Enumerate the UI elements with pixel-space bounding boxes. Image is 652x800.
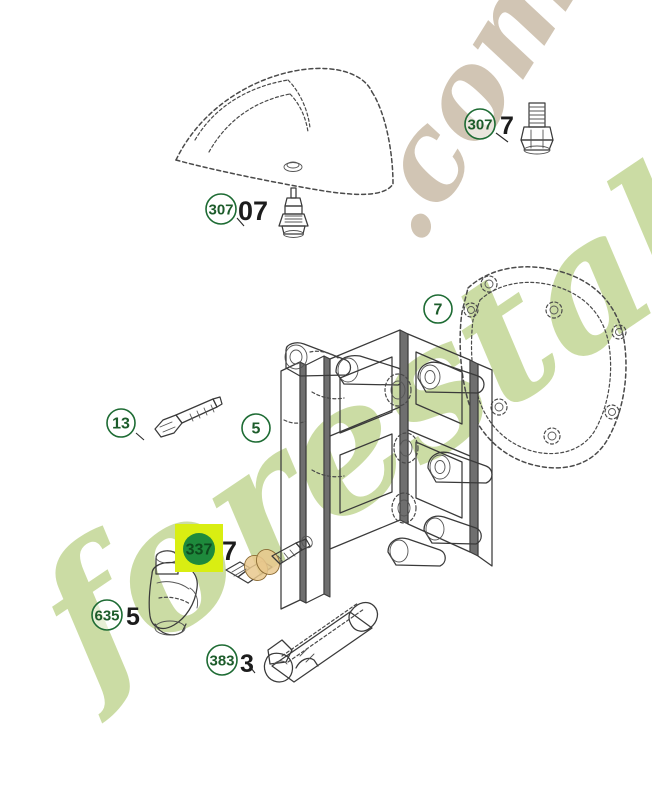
callout-337-highlighted[interactable]: 337 7: [175, 524, 237, 572]
callout-13-bolt[interactable]: 13: [106, 408, 136, 438]
callout-number: 337: [186, 542, 213, 559]
callout-ring: [464, 108, 496, 140]
callout-side-label: 7: [222, 536, 237, 566]
callout-side-label: 5: [126, 603, 140, 631]
callout-307-top-left[interactable]: 307 07: [205, 193, 268, 226]
callout-635-fitting[interactable]: 635 5: [91, 599, 140, 631]
callout-ring: [91, 599, 123, 631]
callout-number: 7: [434, 302, 443, 319]
elbow-fitting-part: [148, 550, 199, 636]
callout-number: 307: [467, 117, 492, 134]
callout-number: 307: [208, 202, 233, 219]
callout-383-spool[interactable]: 383 3: [206, 644, 254, 678]
hex-head-bolt-part: [520, 102, 554, 155]
valve-seats: [384, 373, 419, 524]
stud-bolt-part: [278, 187, 309, 238]
callout-ring: [205, 193, 237, 225]
callout-disc: [183, 533, 215, 565]
callout-307-top-right[interactable]: 307 7: [464, 108, 514, 140]
callout-ring: [206, 644, 238, 676]
callout-number: 5: [252, 421, 261, 438]
callout-side-label: 07: [238, 196, 268, 226]
cover-shield-part: [175, 67, 394, 196]
spool-cylinder-part: [263, 601, 379, 683]
valve-right-ports: [417, 361, 493, 545]
valve-block-part: [280, 329, 493, 610]
callout-side-label: 3: [240, 650, 254, 678]
long-hex-bolt-part: [154, 396, 223, 438]
callout-side-label: 7: [500, 112, 514, 140]
callout-ring: [106, 408, 136, 438]
callout-number: 383: [209, 653, 234, 670]
callout-layer: 307 7 307 07 7 13 5: [91, 108, 514, 678]
callout-ring: [423, 294, 453, 324]
callout-ring: [241, 413, 271, 443]
callout-7-gasket[interactable]: 7: [423, 294, 453, 324]
callout-5-valve-block[interactable]: 5: [241, 413, 271, 443]
relief-valve-cartridge-part: [225, 535, 313, 584]
callout-number: 13: [112, 416, 130, 433]
leader-lines: [135, 132, 509, 674]
callout-number: 635: [94, 608, 119, 625]
